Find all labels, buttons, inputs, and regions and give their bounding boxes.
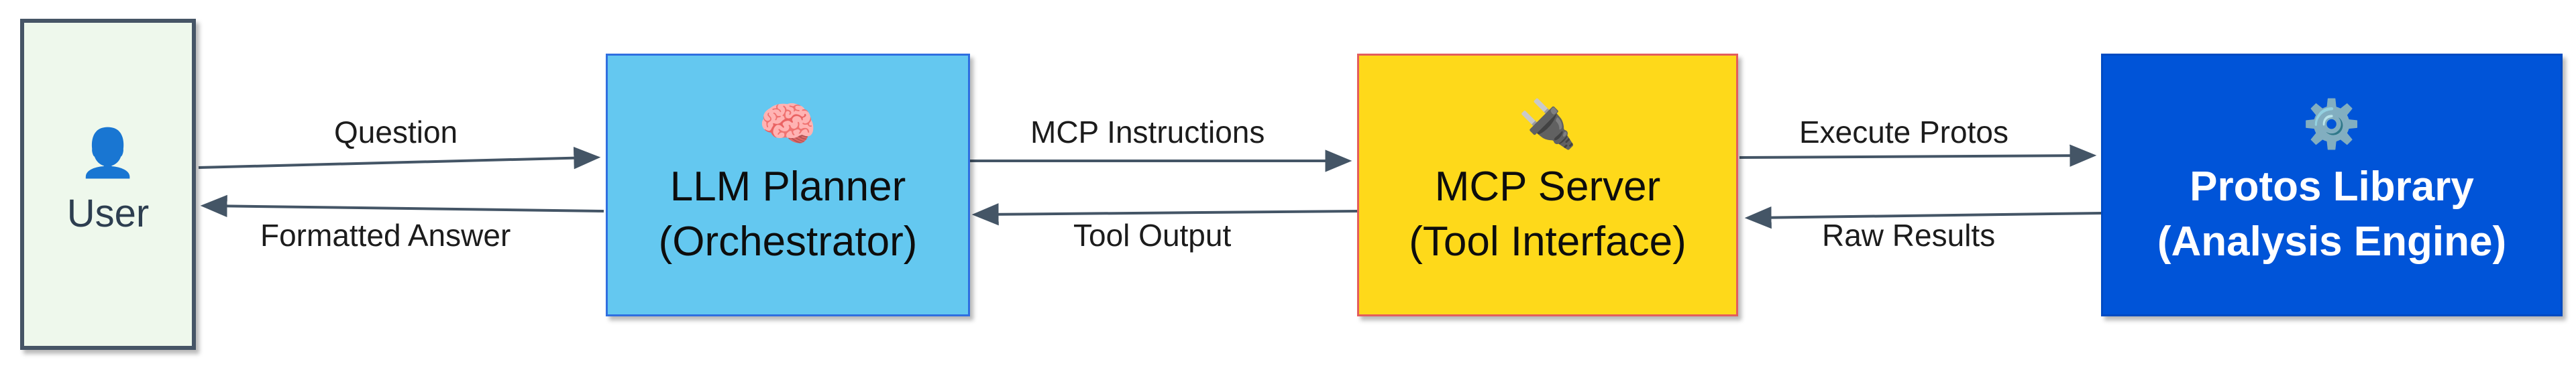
user-node: 👤 User <box>20 19 196 350</box>
llm-planner-node: 🧠 LLM Planner (Orchestrator) <box>606 54 970 316</box>
edge-formatted-answer <box>200 194 604 218</box>
edge-execute-protos <box>1739 144 2097 167</box>
user-label: User <box>66 191 150 235</box>
plug-icon: 🔌 <box>1518 97 1577 152</box>
llm-planner-subtitle: (Orchestrator) <box>658 219 918 265</box>
protos-library-subtitle: (Analysis Engine) <box>2157 219 2507 265</box>
mcp-server-title: MCP Server <box>1434 164 1661 210</box>
protos-library-title: Protos Library <box>2190 164 2474 210</box>
edge-label-question: Question <box>330 115 462 149</box>
mcp-server-node: 🔌 MCP Server (Tool Interface) <box>1357 54 1738 316</box>
edge-label-tool-output: Tool Output <box>1069 219 1236 253</box>
edge-label-execute-protos: Execute Protos <box>1795 115 2012 149</box>
edge-raw-results <box>1744 206 2102 229</box>
edge-label-formatted-answer: Formatted Answer <box>256 219 515 253</box>
protos-library-node: ⚙️ Protos Library (Analysis Engine) <box>2101 54 2563 316</box>
edge-tool-output <box>971 203 1358 226</box>
llm-planner-title: LLM Planner <box>669 164 906 210</box>
brain-icon: 🧠 <box>758 97 818 152</box>
edge-label-mcp-instructions: MCP Instructions <box>1026 115 1269 149</box>
edge-label-raw-results: Raw Results <box>1818 219 2000 253</box>
gear-icon: ⚙️ <box>2302 97 2361 152</box>
mcp-server-subtitle: (Tool Interface) <box>1409 219 1686 265</box>
edge-question <box>198 147 601 170</box>
user-icon: 👤 <box>78 125 138 180</box>
